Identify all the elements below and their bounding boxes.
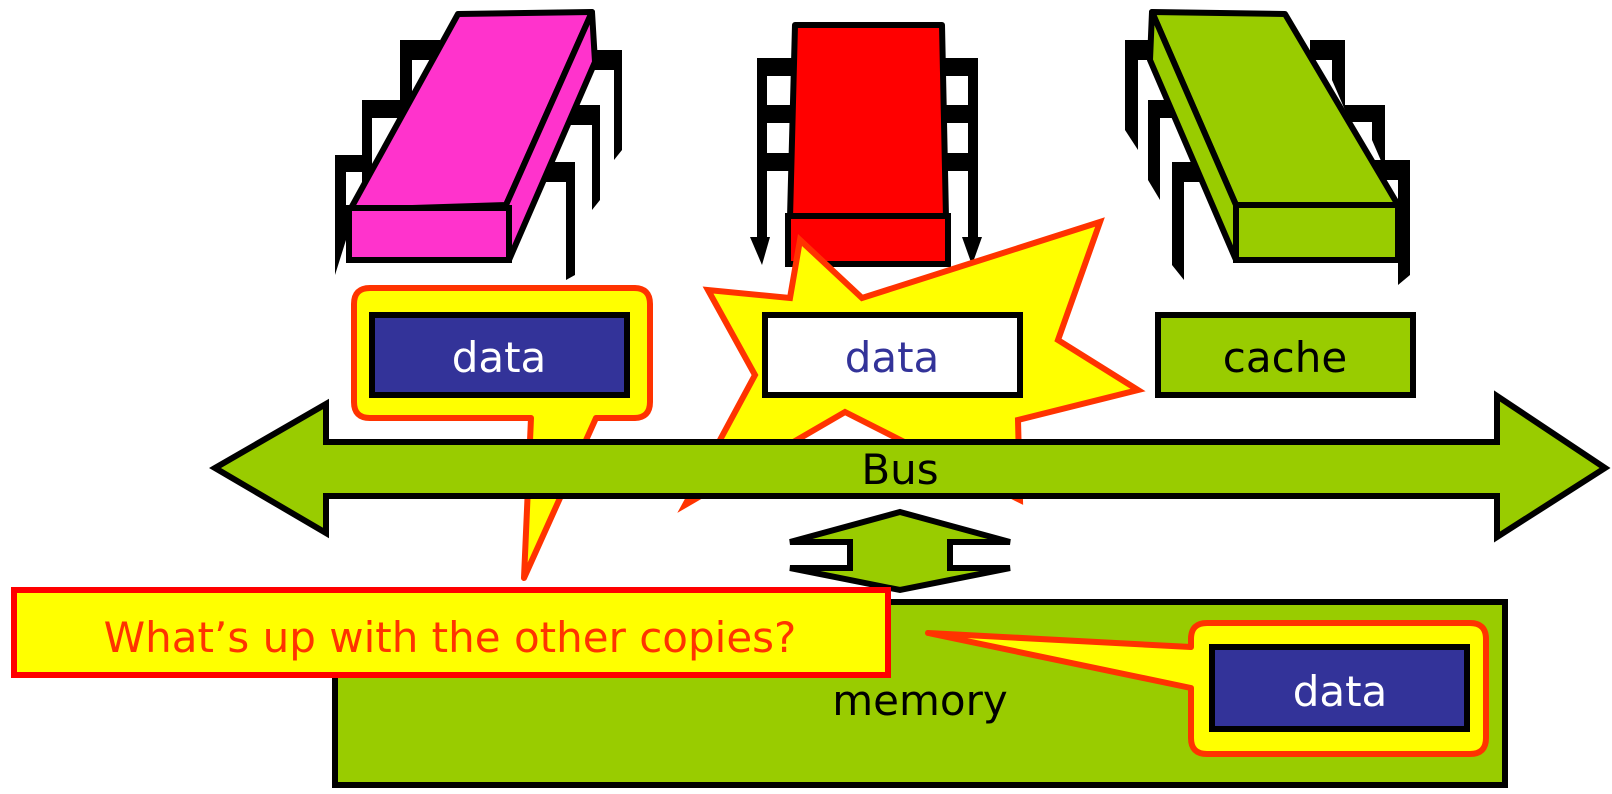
memory-label: memory (832, 676, 1008, 725)
bus-label: Bus (861, 445, 938, 494)
processor-1-front (346, 205, 512, 263)
cache-1-box (369, 312, 630, 398)
question-box (11, 587, 891, 678)
memory-bus-connector (789, 508, 1011, 594)
processor-3-chip (1125, 9, 1410, 285)
processor-2-chip (750, 22, 982, 267)
processor-1-chip (335, 9, 622, 280)
cache-1: data (369, 312, 630, 398)
processor-2-pins (750, 58, 982, 265)
memory-data-box (1209, 644, 1470, 732)
cache-3: cache (1155, 312, 1416, 398)
processor-1-pins (335, 40, 622, 280)
bus-arrow: Bus (209, 390, 1611, 543)
cache-2-label: data (845, 333, 940, 382)
cache-1-label: data (452, 333, 547, 382)
memory-data-label: data (1293, 667, 1388, 716)
cache-2-box (762, 312, 1023, 398)
cache-3-box (1155, 312, 1416, 398)
cache-2: data (762, 312, 1023, 398)
processor-3-front (1233, 202, 1401, 263)
cache-3-label: cache (1223, 333, 1347, 382)
processor-2-body (787, 22, 949, 221)
question-text: What’s up with the other copies? (104, 613, 797, 662)
